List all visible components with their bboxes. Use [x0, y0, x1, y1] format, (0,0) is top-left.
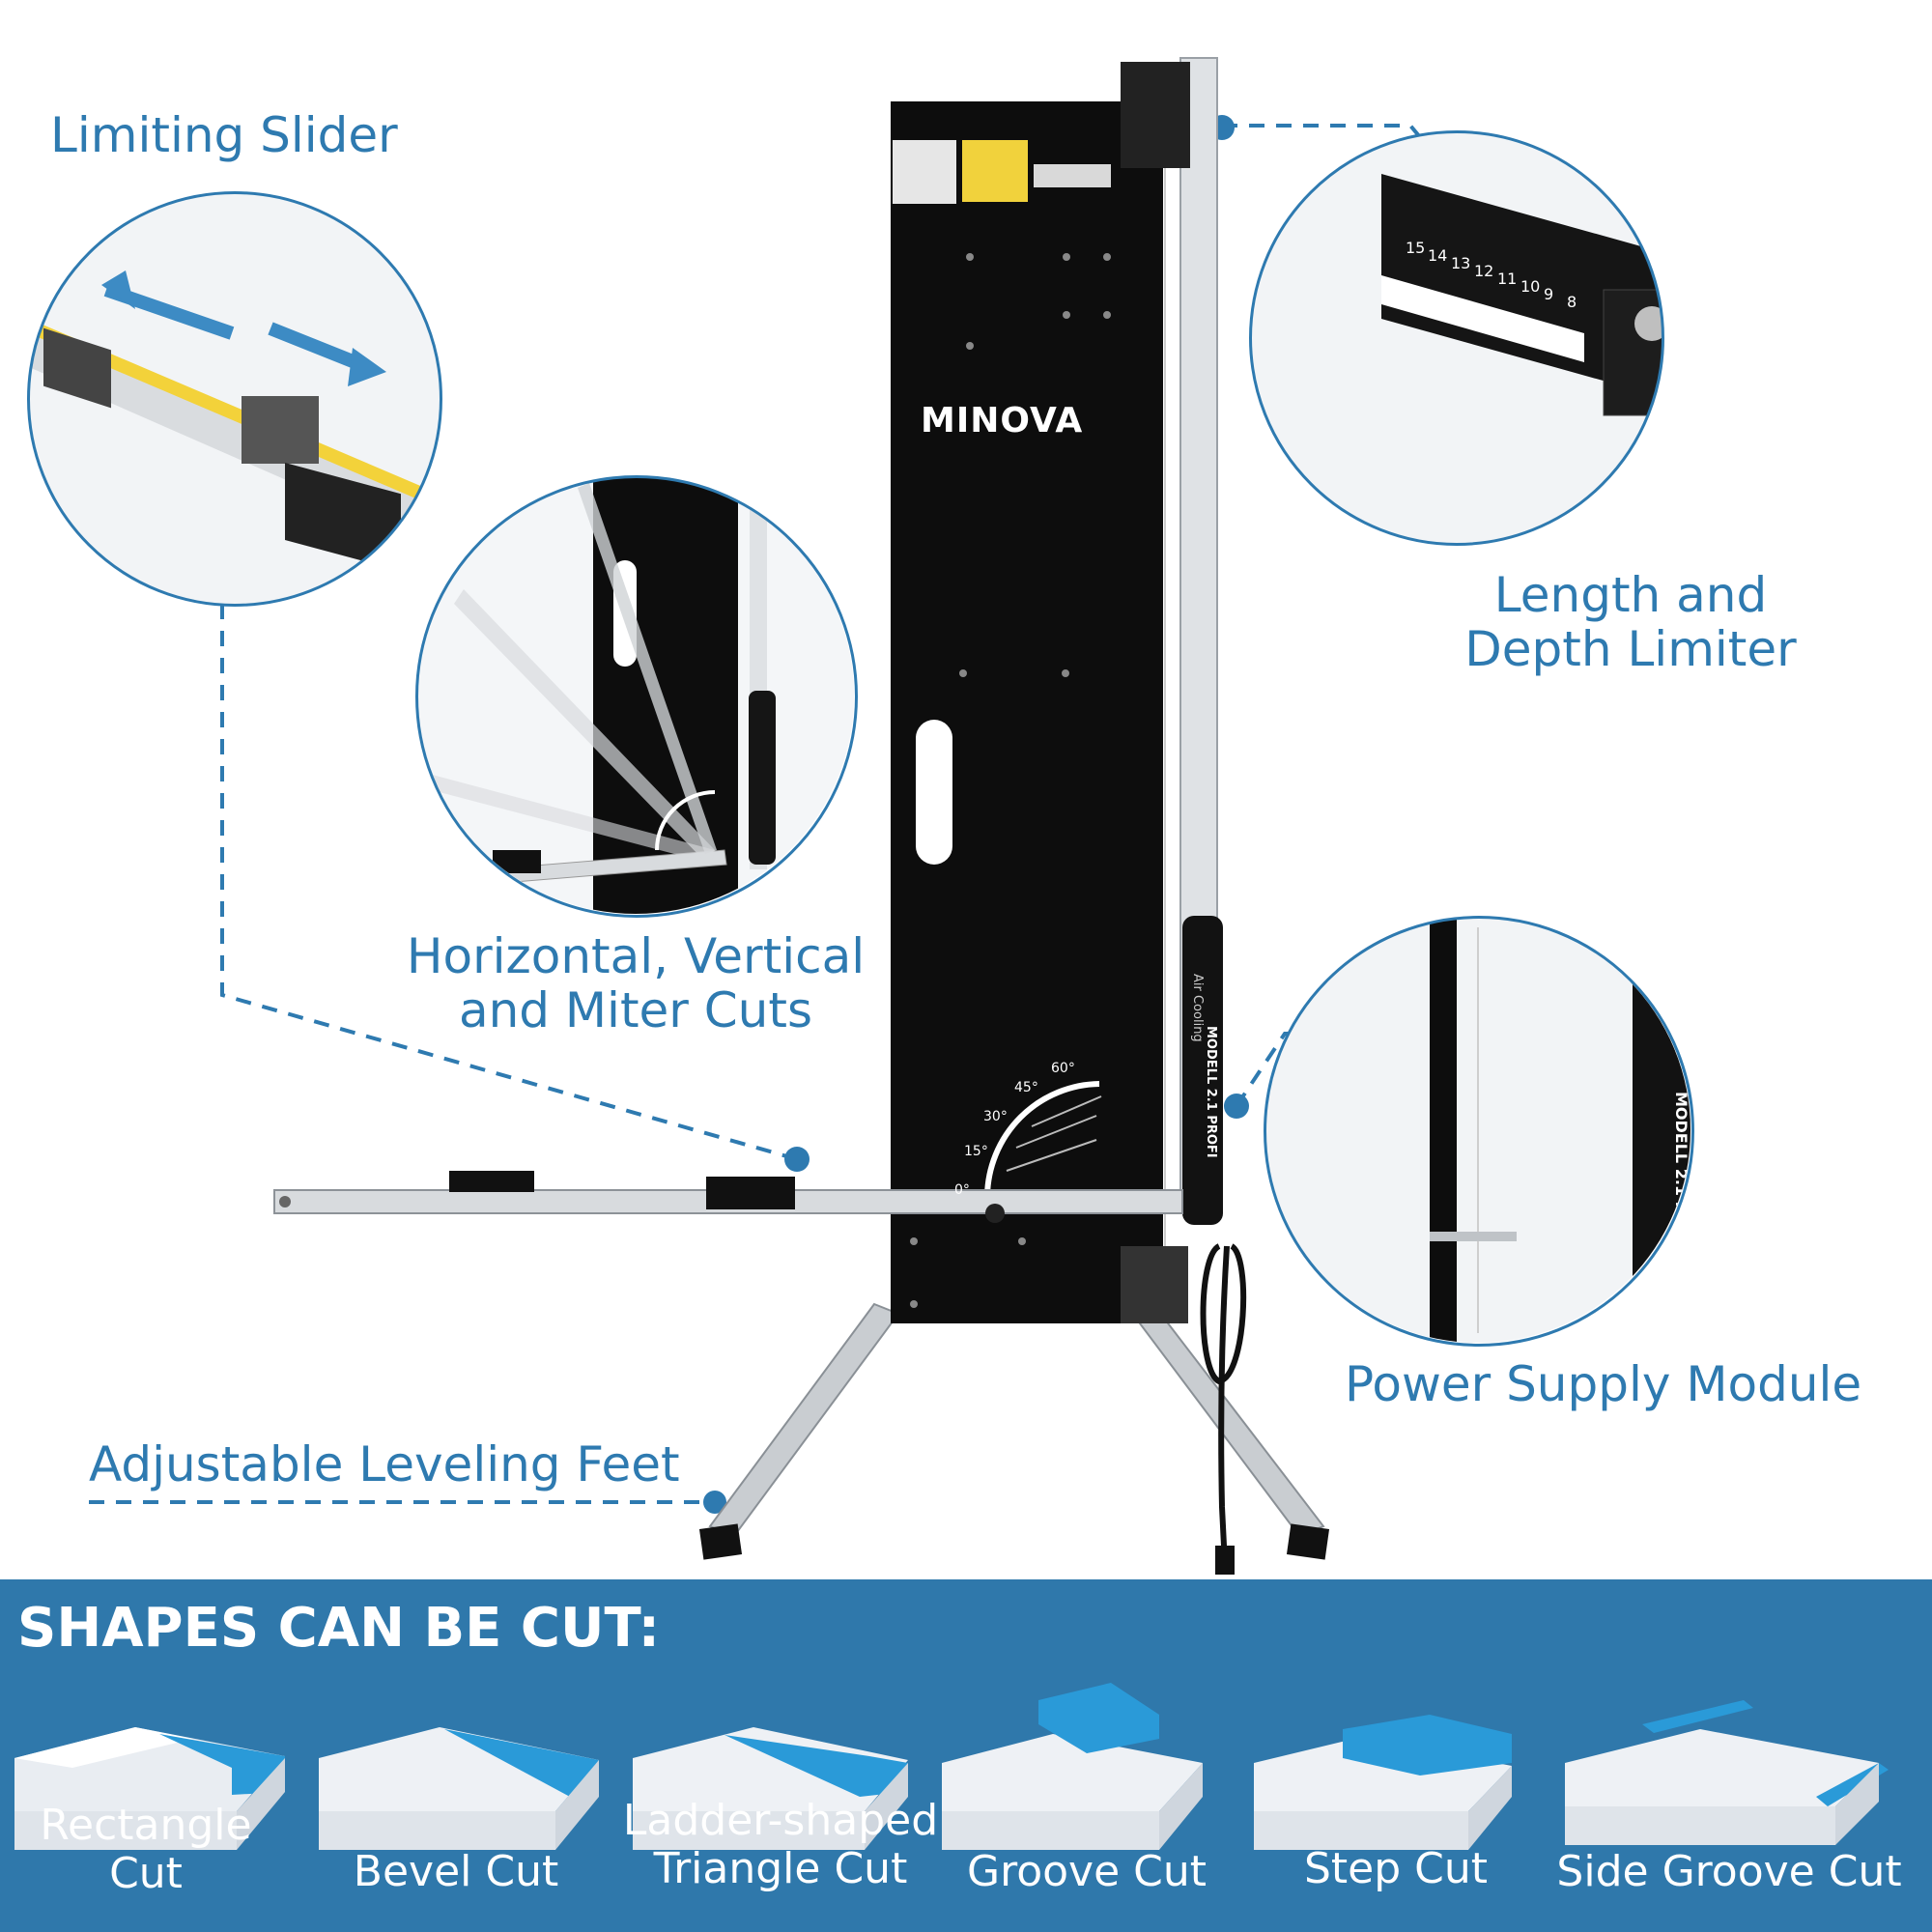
foot-right — [1286, 1523, 1330, 1560]
angle-label: 0° — [954, 1182, 970, 1198]
panel-handle-slot — [916, 720, 952, 865]
callout-cuts: Horizontal, Vertical and Miter Cuts — [394, 929, 877, 1037]
warning-label — [962, 140, 1028, 202]
shape-label-line: Step Cut — [1303, 1844, 1489, 1893]
shapes-banner: SHAPES CAN BE CUT: — [0, 1579, 1932, 1932]
callout-limiting-slider: Limiting Slider — [50, 107, 398, 163]
length-limiter-circle — [1249, 130, 1664, 546]
bottom-wire-bracket — [1121, 1246, 1188, 1323]
shape-label-rectangle: Rectangle Cut — [1, 1802, 291, 1898]
foam-groove — [942, 1683, 1203, 1850]
callout-cuts-line1: Horizontal, Vertical — [406, 928, 866, 984]
protractor-labels: 0° 15° 30° 45° 60° — [954, 1061, 1075, 1198]
marker-dot-power — [1224, 1094, 1249, 1119]
foot-left — [698, 1523, 743, 1560]
power-supply-circle — [1264, 916, 1694, 1347]
power-supply-handle — [1182, 916, 1223, 1225]
foam-side-groove — [1565, 1700, 1889, 1845]
shape-label-side-groove: Side Groove Cut — [1546, 1848, 1913, 1896]
handle-text-air-cooling: Air Cooling — [1685, 1005, 1703, 1089]
leader-line-cuts — [220, 604, 798, 1161]
fence-knob — [985, 1204, 1005, 1223]
angle-label: 30° — [983, 1109, 1008, 1124]
device-handle-air-cooling: Air Cooling — [1190, 974, 1205, 1042]
shape-label-line: Rectangle — [40, 1801, 252, 1850]
shape-label-line: Ladder-shaped — [622, 1796, 939, 1845]
shape-label-line: Bevel Cut — [353, 1847, 559, 1896]
callout-length-line2: Depth Limiter — [1464, 621, 1797, 677]
brand-logo: MINOVA — [921, 401, 1084, 440]
marker-dot-cuts — [784, 1147, 810, 1172]
angle-label: 15° — [964, 1144, 988, 1159]
top-wire-bracket — [1121, 62, 1190, 168]
shape-label-line: Side Groove Cut — [1556, 1847, 1902, 1896]
tripod-legs — [698, 1243, 1330, 1575]
shape-label-bevel: Bevel Cut — [311, 1848, 601, 1896]
angle-protractor — [984, 1081, 1100, 1197]
foam-ladder-triangle — [633, 1727, 908, 1850]
leader-line-power — [1235, 1032, 1430, 1108]
leader-lines — [89, 124, 1461, 1504]
shape-label-groove: Groove Cut — [947, 1848, 1227, 1896]
shape-label-step: Step Cut — [1246, 1845, 1546, 1893]
foam-bevel — [319, 1727, 599, 1850]
callout-length-line1: Length and — [1493, 567, 1768, 623]
foam-rectangle — [14, 1727, 285, 1850]
spec-label — [893, 140, 956, 204]
info-label — [1034, 164, 1111, 187]
shape-label-line: Triangle Cut — [653, 1844, 908, 1893]
fence-stop-1 — [449, 1171, 534, 1192]
limiting-slider-circle — [27, 191, 442, 607]
miter-cuts-circle — [415, 475, 858, 918]
marker-dot-feet — [703, 1491, 726, 1514]
panel-holes — [910, 253, 1111, 1308]
callout-cuts-line2: and Miter Cuts — [458, 982, 813, 1038]
cutting-board-panel — [891, 101, 1163, 1323]
foam-step — [1254, 1715, 1512, 1850]
shape-label-line: Groove Cut — [966, 1847, 1207, 1896]
banner-title: SHAPES CAN BE CUT: — [17, 1597, 660, 1660]
fence-stop-2 — [706, 1177, 795, 1209]
callout-leveling-feet: Adjustable Leveling Feet — [89, 1436, 680, 1492]
callout-length-depth-limiter: Length and Depth Limiter — [1428, 568, 1833, 676]
shape-label-line: Cut — [109, 1849, 183, 1898]
angle-label: 45° — [1014, 1080, 1038, 1095]
power-plug — [1215, 1546, 1235, 1575]
foam-shapes — [14, 1683, 1889, 1850]
shape-label-ladder-triangle: Ladder-shaped Triangle Cut — [616, 1797, 945, 1893]
angle-label: 60° — [1051, 1061, 1075, 1076]
leader-line-limiter — [1222, 124, 1461, 185]
callout-power-supply: Power Supply Module — [1345, 1356, 1862, 1412]
device-handle-model: MODELL 2.1 PROFI — [1204, 1026, 1218, 1158]
